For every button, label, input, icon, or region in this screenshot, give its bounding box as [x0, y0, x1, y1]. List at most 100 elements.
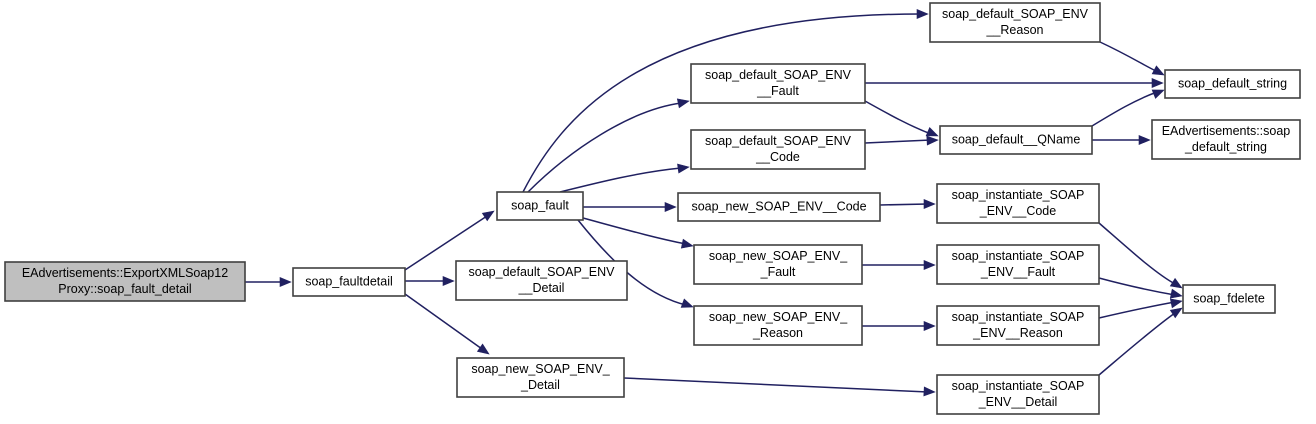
edge-soap_fault-to-soap_new_SOAP_ENV__Reason	[577, 219, 694, 308]
arrow-head-icon	[1151, 65, 1165, 76]
edge-soap_default_SOAP_ENV__Code-to-soap_default__QName	[864, 135, 939, 146]
node-box[interactable]	[1151, 119, 1301, 160]
edge-soap_new_SOAP_ENV__Fault-to-soap_instantiate_SOAP_ENV__Fault	[862, 260, 936, 270]
node-soap_instantiate_SOAP_ENV__Code[interactable]: soap_instantiate_SOAP_ENV__Code	[936, 183, 1100, 224]
node-box[interactable]	[939, 125, 1093, 155]
node-soap_new_SOAP_ENV__Detail[interactable]: soap_new_SOAP_ENV__Detail	[456, 357, 625, 398]
edge-path	[404, 293, 483, 350]
node-soap_instantiate_SOAP_ENV__Detail[interactable]: soap_instantiate_SOAP_ENV__Detail	[936, 374, 1100, 415]
edge-soap_faultdetail-to-soap_new_SOAP_ENV__Detail	[404, 293, 490, 355]
edge-soap_instantiate_SOAP_ENV__Code-to-soap_fdelete	[1098, 222, 1183, 289]
edge-path	[1091, 91, 1158, 127]
edge-path	[623, 377, 929, 393]
arrow-head-icon	[1169, 307, 1183, 319]
node-soap_new_SOAP_ENV__Reason[interactable]: soap_new_SOAP_ENV__Reason	[693, 305, 863, 346]
edge-path	[527, 102, 682, 193]
arrow-head-icon	[1151, 89, 1165, 99]
arrow-head-icon	[1169, 277, 1183, 289]
edge-soap_default__QName-to-soap_default_string	[1091, 89, 1165, 127]
edge-path	[404, 215, 488, 271]
edge-soap_fault-to-soap_new_SOAP_ENV__Code	[583, 202, 677, 212]
edge-soap_fault-to-soap_default_SOAP_ENV__Reason	[522, 9, 929, 193]
arrow-head-icon	[923, 199, 936, 209]
edge-path	[559, 167, 682, 193]
node-box[interactable]	[4, 261, 246, 302]
arrow-head-icon	[1169, 288, 1183, 299]
node-box[interactable]	[455, 260, 628, 301]
arrow-head-icon	[680, 238, 694, 249]
node-box[interactable]	[690, 129, 866, 170]
edge-path	[577, 219, 687, 306]
arrow-head-icon	[664, 202, 677, 212]
arrow-head-icon	[677, 163, 690, 174]
edge-soap_default_SOAP_ENV__Fault-to-soap_default__QName	[864, 100, 939, 137]
node-box[interactable]	[690, 63, 866, 104]
node-soap_default_SOAP_ENV__Detail[interactable]: soap_default_SOAP_ENV__Detail	[455, 260, 628, 301]
arrow-head-icon	[923, 321, 936, 331]
node-soap_instantiate_SOAP_ENV__Fault[interactable]: soap_instantiate_SOAP_ENV__Fault	[936, 244, 1100, 285]
arrow-head-icon	[925, 127, 939, 137]
node-root[interactable]: EAdvertisements::ExportXMLSoap12Proxy::s…	[4, 261, 246, 302]
node-soap_new_SOAP_ENV__Fault[interactable]: soap_new_SOAP_ENV__Fault	[693, 244, 863, 285]
edge-path	[1098, 277, 1176, 296]
arrow-head-icon	[1169, 298, 1183, 309]
edge-path	[879, 203, 929, 206]
edge-path	[582, 217, 687, 245]
edge-soap_instantiate_SOAP_ENV__Reason-to-soap_fdelete	[1098, 298, 1183, 319]
node-soap_default_string[interactable]: soap_default_string	[1164, 69, 1301, 99]
arrow-head-icon	[481, 210, 495, 222]
edge-soap_default_SOAP_ENV__Reason-to-soap_default_string	[1099, 41, 1165, 76]
arrow-head-icon	[923, 386, 936, 397]
edge-path	[864, 100, 932, 135]
node-box[interactable]	[677, 192, 881, 222]
node-box[interactable]	[496, 191, 584, 221]
edge-layer	[245, 9, 1183, 397]
arrow-head-icon	[279, 277, 292, 287]
node-soap_faultdetail[interactable]: soap_faultdetail	[292, 267, 406, 297]
edge-path	[1099, 41, 1159, 73]
node-soap_fdelete[interactable]: soap_fdelete	[1182, 284, 1276, 314]
node-box[interactable]	[456, 357, 625, 398]
edge-soap_new_SOAP_ENV__Code-to-soap_instantiate_SOAP_ENV__Code	[879, 199, 936, 209]
node-box[interactable]	[936, 183, 1100, 224]
edge-soap_new_SOAP_ENV__Detail-to-soap_instantiate_SOAP_ENV__Detail	[623, 377, 936, 397]
arrow-head-icon	[916, 9, 929, 19]
node-box[interactable]	[936, 374, 1100, 415]
arrow-head-icon	[676, 98, 690, 109]
node-soap_new_SOAP_ENV__Code[interactable]: soap_new_SOAP_ENV__Code	[677, 192, 881, 222]
edge-soap_instantiate_SOAP_ENV__Detail-to-soap_fdelete	[1098, 307, 1183, 376]
edge-soap_faultdetail-to-soap_fault	[404, 210, 495, 271]
edge-soap_default_SOAP_ENV__Fault-to-soap_default_string	[865, 78, 1164, 88]
arrow-head-icon	[1151, 78, 1164, 88]
node-soap_default_SOAP_ENV__Code[interactable]: soap_default_SOAP_ENV__Code	[690, 129, 866, 170]
edge-soap_fault-to-soap_default_SOAP_ENV__Fault	[527, 98, 690, 193]
arrow-head-icon	[680, 298, 694, 308]
node-box[interactable]	[1164, 69, 1301, 99]
arrow-head-icon	[476, 343, 490, 355]
edge-path	[1098, 301, 1176, 319]
node-box[interactable]	[1182, 284, 1276, 314]
node-soap_default_SOAP_ENV__Fault[interactable]: soap_default_SOAP_ENV__Fault	[690, 63, 866, 104]
arrow-head-icon	[1138, 135, 1151, 145]
edge-path	[1098, 312, 1176, 376]
node-box[interactable]	[693, 244, 863, 285]
edge-soap_new_SOAP_ENV__Reason-to-soap_instantiate_SOAP_ENV__Reason	[862, 321, 936, 331]
edge-soap_fault-to-soap_default_SOAP_ENV__Code	[559, 163, 690, 193]
edge-soap_instantiate_SOAP_ENV__Fault-to-soap_fdelete	[1098, 277, 1183, 299]
node-box[interactable]	[929, 2, 1101, 43]
edge-soap_default__QName-to-EAdvertisements::soap_default_string	[1092, 135, 1151, 145]
node-box[interactable]	[936, 244, 1100, 285]
node-soap_fault[interactable]: soap_fault	[496, 191, 584, 221]
edge-soap_fault-to-soap_new_SOAP_ENV__Fault	[582, 217, 694, 249]
node-box[interactable]	[936, 305, 1100, 346]
node-soap_instantiate_SOAP_ENV__Reason[interactable]: soap_instantiate_SOAP_ENV__Reason	[936, 305, 1100, 346]
node-soap_default_SOAP_ENV__Reason[interactable]: soap_default_SOAP_ENV__Reason	[929, 2, 1101, 43]
node-box[interactable]	[292, 267, 406, 297]
node-box[interactable]	[693, 305, 863, 346]
node-EAdvertisements::soap_default_string[interactable]: EAdvertisements::soap_default_string	[1151, 119, 1301, 160]
arrow-head-icon	[926, 135, 939, 146]
edge-soap_faultdetail-to-soap_default_SOAP_ENV__Detail	[405, 276, 455, 286]
edge-root-to-soap_faultdetail	[245, 277, 292, 287]
node-soap_default__QName[interactable]: soap_default__QName	[939, 125, 1093, 155]
